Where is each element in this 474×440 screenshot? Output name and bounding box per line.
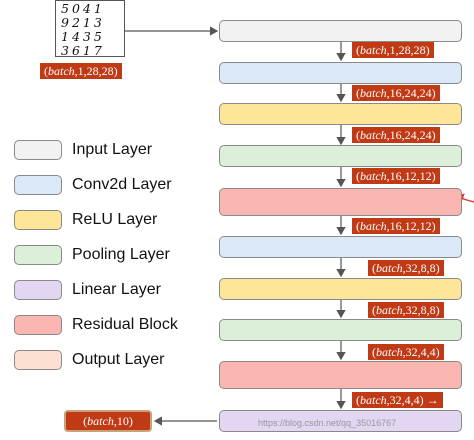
digits-row: 5041 (61, 1, 105, 16)
linear-layer-block (219, 410, 462, 432)
shape-label: (batch,32,8,8) (368, 302, 444, 318)
digits-row: 3617 (61, 43, 105, 58)
shape-label: (batch,16,12,12) (352, 168, 440, 184)
legend-label: Output Layer (72, 351, 165, 368)
legend-swatch (14, 175, 62, 195)
residual-block-block (219, 188, 462, 216)
legend-swatch (14, 140, 62, 160)
legend-swatch (14, 280, 62, 300)
mnist-digits-image: 5041 9213 1435 3617 (55, 0, 125, 58)
shape-label: (batch,16,12,12) (352, 218, 440, 234)
watermark: https://blog.csdn.net/qq_35016767 (258, 418, 397, 428)
conv2d-layer-block (219, 62, 462, 84)
relu-layer-block (219, 103, 462, 125)
shape-label: (batch,16,24,24) (352, 127, 440, 143)
shape-label: (batch,1,28,28) (352, 42, 434, 58)
legend-label: Conv2d Layer (72, 176, 172, 193)
legend-label: ReLU Layer (72, 211, 158, 228)
residual-block-block (219, 361, 462, 389)
digits-row: 1435 (61, 29, 105, 44)
digits-row: 9213 (61, 15, 105, 30)
legend-label: Pooling Layer (72, 246, 170, 263)
legend-swatch (14, 350, 62, 370)
shape-label: (batch,16,24,24) (352, 85, 440, 101)
output-shape-box: (batch,10) (64, 410, 152, 432)
legend-label: Residual Block (72, 316, 178, 333)
shape-label: (batch,32,4,4) → (352, 392, 443, 408)
legend-swatch (14, 315, 62, 335)
shape-label: (batch,32,8,8) (368, 260, 444, 276)
conv2d-layer-block (219, 236, 462, 258)
pooling-layer-block (219, 319, 462, 341)
legend-label: Input Layer (72, 141, 153, 158)
shape-label: (batch,32,4,4) (368, 344, 444, 360)
input-shape-label: (batch,1,28,28) (40, 63, 122, 79)
pooling-layer-block (219, 145, 462, 167)
input-layer-block (219, 20, 462, 42)
relu-layer-block (219, 278, 462, 300)
legend-label: Linear Layer (72, 281, 161, 298)
legend-swatch (14, 245, 62, 265)
legend-swatch (14, 210, 62, 230)
